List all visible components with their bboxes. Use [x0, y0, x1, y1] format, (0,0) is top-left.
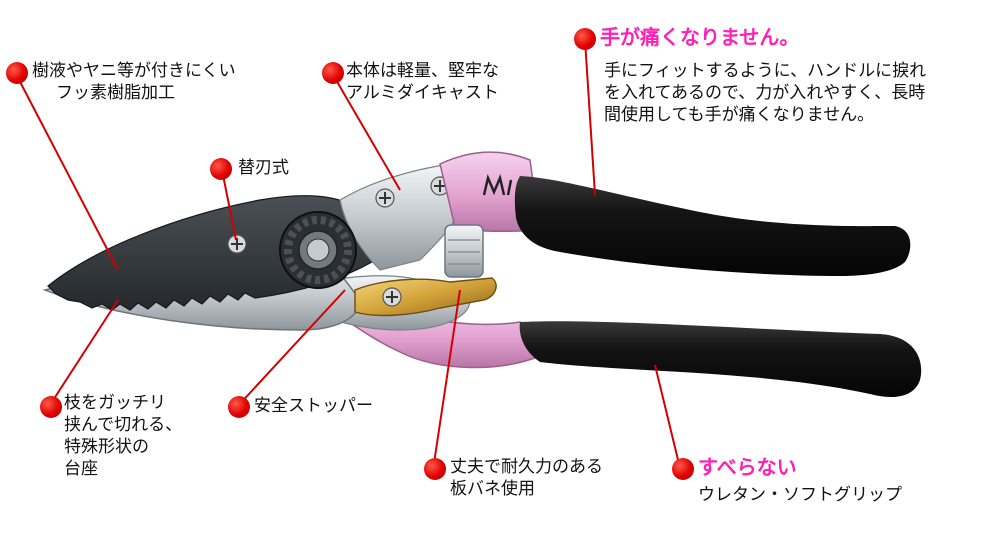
callout-heading-comfort: 手が痛くなりません。 — [600, 25, 800, 49]
leader-body — [331, 72, 401, 191]
leader-comfort — [584, 39, 596, 196]
callout-dot-comfort — [574, 28, 596, 50]
callout-text-stopper: 安全ストッパー — [254, 396, 373, 416]
callout-text-anvil: 枝をガッチリ 挟んで切れる、 特殊形状の 台座 — [64, 393, 183, 479]
leader-anvil — [47, 299, 119, 409]
leader-spring — [432, 289, 461, 471]
callout-dot-grip — [672, 458, 694, 480]
stopper-screw — [382, 287, 402, 307]
leader-replaceable — [221, 169, 237, 241]
callout-text-body: 本体は軽量、堅牢な アルミダイキャスト — [346, 61, 499, 103]
callout-text-comfort: 手にフィットするように、ハンドルに捩れ を入れてあるので、力が入れやすく、長時 … — [604, 61, 927, 125]
brand-mark — [482, 174, 513, 196]
body-screw-upper — [375, 188, 395, 208]
callout-text-coating: 樹液やヤニ等が付きにくい フッ素樹脂加工 — [32, 61, 236, 103]
upper-handle-frame — [439, 151, 541, 233]
callout-dot-replaceable — [210, 158, 232, 180]
upper-grip — [514, 176, 911, 276]
leader-stopper — [235, 289, 346, 409]
callout-heading-grip: すべらない — [698, 455, 797, 479]
spring-post — [444, 224, 484, 278]
callout-dot-body — [322, 62, 344, 84]
callout-dot-spring — [424, 458, 446, 480]
leader-grip — [654, 364, 681, 469]
callout-dot-coating — [6, 62, 28, 84]
lower-grip — [519, 321, 922, 398]
leader-lines — [16, 39, 681, 471]
callout-text-grip: ウレタン・ソフトグリップ — [698, 485, 902, 505]
callout-dot-anvil — [40, 396, 62, 418]
callout-text-spring: 丈夫で耐久力のある 板バネ使用 — [450, 457, 603, 499]
adjustment-gear — [279, 211, 357, 289]
blade-screw — [227, 234, 247, 254]
safety-stopper — [354, 277, 497, 317]
callout-dot-stopper — [228, 396, 250, 418]
leader-coating — [16, 75, 119, 271]
callout-text-replaceable: 替刃式 — [238, 158, 289, 178]
